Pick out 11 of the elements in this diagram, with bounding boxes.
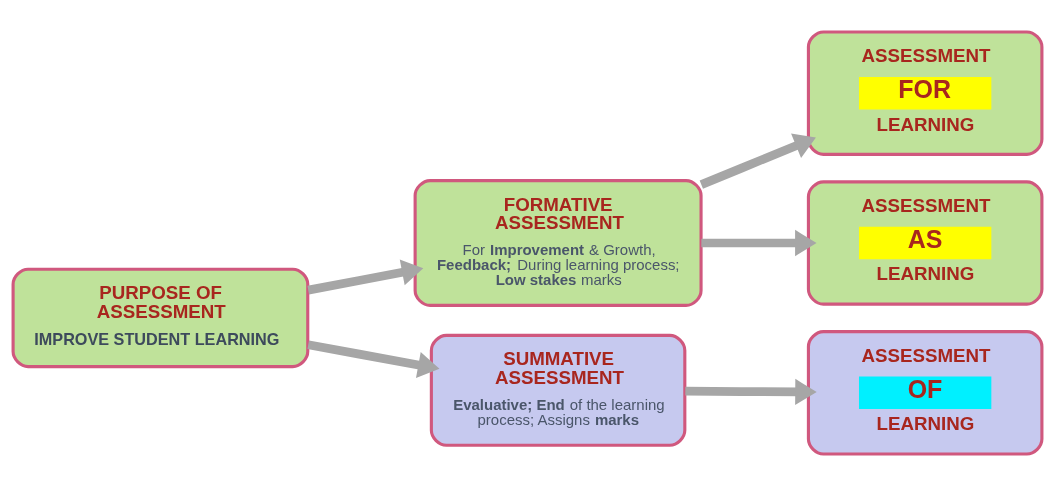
arrow	[701, 229, 817, 257]
arrow	[699, 133, 816, 189]
node-box: ASSESSMENT FOR LEARNING	[806, 30, 1044, 156]
arrow	[685, 378, 817, 406]
node-box: ASSESSMENT AS LEARNING	[806, 180, 1044, 306]
node-box: ASSESSMENT OF LEARNING	[806, 330, 1044, 456]
node-box: PURPOSE OF ASSESSMENT IMPROVE STUDENT LEARNING	[11, 267, 310, 369]
arrow	[307, 259, 424, 295]
node-box: FORMATIVE ASSESSMENT For Improvement & Growth, Feedback; During learning process; Low stakes marks	[413, 179, 703, 307]
node-box: SUMMATIVE ASSESSMENT Evaluative; End of the learning process; Assigns marks	[429, 333, 687, 447]
arrow	[307, 340, 440, 378]
